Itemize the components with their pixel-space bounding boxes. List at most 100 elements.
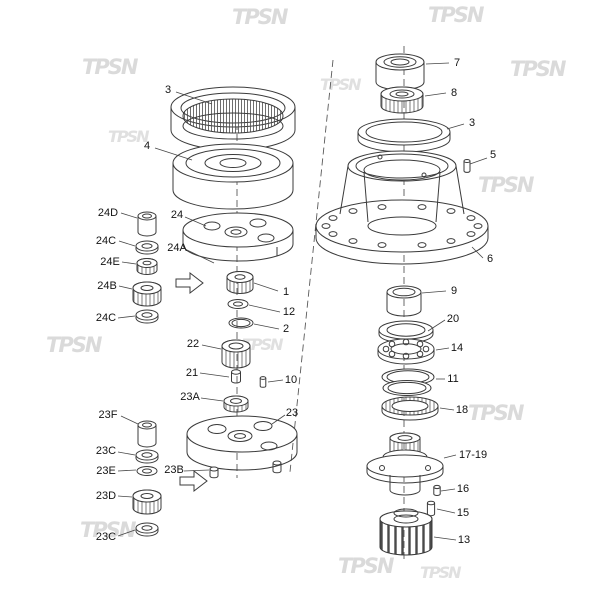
svg-text:8: 8 xyxy=(451,87,457,99)
callout-24D: 24D xyxy=(98,207,138,219)
part-gear-23D xyxy=(132,489,162,515)
callout-24: 24 xyxy=(171,209,207,227)
part-ring-2 xyxy=(228,317,254,329)
callout-7: 7 xyxy=(425,57,460,69)
callout-1: 1 xyxy=(253,282,289,298)
callout-24B: 24B xyxy=(97,280,133,292)
callout-15: 15 xyxy=(436,507,469,519)
svg-text:21: 21 xyxy=(186,367,198,379)
watermark: TPSN xyxy=(468,401,525,425)
svg-text:9: 9 xyxy=(451,285,457,297)
watermark: TPSN xyxy=(232,5,289,29)
watermark: TPSN xyxy=(108,127,150,146)
svg-text:1: 1 xyxy=(283,286,289,298)
svg-text:12: 12 xyxy=(283,306,295,318)
watermark: TPSN xyxy=(320,75,362,94)
svg-text:23D: 23D xyxy=(96,490,116,502)
callout-18: 18 xyxy=(439,404,468,416)
svg-text:14: 14 xyxy=(451,342,463,354)
part-washer-24C-upper xyxy=(135,240,159,255)
svg-text:16: 16 xyxy=(457,483,469,495)
svg-text:23F: 23F xyxy=(99,409,118,421)
callout-24C-upper: 24C xyxy=(96,235,136,247)
part-seal-18 xyxy=(381,396,439,421)
part-washer-12 xyxy=(227,299,249,309)
part-washer-23E xyxy=(136,466,158,476)
watermark: TPSN xyxy=(46,333,103,357)
part-bearing-23A xyxy=(223,395,249,413)
assembly-arrow-lower xyxy=(179,469,208,493)
svg-text:23A: 23A xyxy=(180,391,200,403)
watermark: TPSN xyxy=(242,335,284,354)
part-sun-gear-1 xyxy=(226,271,254,294)
watermark: TPSN xyxy=(338,554,395,578)
callout-4: 4 xyxy=(144,140,193,161)
svg-text:22: 22 xyxy=(187,338,199,350)
callout-23D: 23D xyxy=(96,490,133,502)
part-washer-23C-upper xyxy=(135,449,159,464)
svg-text:2: 2 xyxy=(283,323,289,335)
callout-20: 20 xyxy=(427,313,459,332)
part-bolt-15 xyxy=(426,500,436,517)
callout-8: 8 xyxy=(424,87,457,99)
part-washer-24C-lower xyxy=(135,309,159,324)
part-bolt-21 xyxy=(231,369,241,384)
part-bearing-assembly xyxy=(377,320,435,365)
watermark: TPSN xyxy=(428,3,485,27)
callout-6: 6 xyxy=(471,246,493,265)
callout-23C-upper: 23C xyxy=(96,445,136,457)
svg-text:24: 24 xyxy=(171,209,183,221)
callout-3-left: 3 xyxy=(165,84,213,105)
svg-text:7: 7 xyxy=(454,57,460,69)
callout-10: 10 xyxy=(267,374,297,386)
svg-text:20: 20 xyxy=(447,313,459,325)
callout-24C-lower: 24C xyxy=(96,312,136,324)
callout-13: 13 xyxy=(433,534,470,546)
part-shaft-17-19 xyxy=(366,432,444,496)
callout-23F: 23F xyxy=(99,409,139,425)
part-spacer-23F xyxy=(137,420,157,448)
part-sleeve-7 xyxy=(375,53,425,91)
callout-22: 22 xyxy=(187,338,222,350)
svg-text:6: 6 xyxy=(487,253,493,265)
svg-text:5: 5 xyxy=(490,149,496,161)
part-pin-10 xyxy=(259,376,267,388)
callout-23C-lower: 23C xyxy=(96,529,136,543)
svg-text:11: 11 xyxy=(447,373,458,385)
svg-text:13: 13 xyxy=(458,534,470,546)
part-bolt-16 xyxy=(433,484,441,496)
part-gear-24E xyxy=(136,258,158,275)
part-pinion-13 xyxy=(379,508,433,556)
svg-text:23C: 23C xyxy=(96,445,116,457)
part-gear-24B xyxy=(132,281,162,307)
callout-17-19: 17-19 xyxy=(443,449,487,461)
callout-24A: 24A xyxy=(167,242,215,264)
callout-3-right: 3 xyxy=(446,117,475,130)
callout-23B: 23B xyxy=(164,464,210,476)
svg-text:24C: 24C xyxy=(96,312,116,324)
callout-11: 11 xyxy=(436,373,459,385)
part-pin-5 xyxy=(463,159,471,173)
callout-24E: 24E xyxy=(100,256,137,268)
svg-text:18: 18 xyxy=(456,404,468,416)
watermark: TPSN xyxy=(80,518,137,542)
callout-21: 21 xyxy=(186,367,230,379)
svg-text:4: 4 xyxy=(144,140,150,152)
callout-9: 9 xyxy=(421,285,457,297)
part-rings-11 xyxy=(381,368,435,396)
callout-12: 12 xyxy=(248,304,295,318)
svg-text:24E: 24E xyxy=(100,256,120,268)
svg-text:24A: 24A xyxy=(167,242,187,254)
assembly-arrow-upper xyxy=(175,271,204,295)
svg-text:23E: 23E xyxy=(96,465,116,477)
svg-text:10: 10 xyxy=(285,374,297,386)
svg-text:24B: 24B xyxy=(97,280,117,292)
part-coupling-8 xyxy=(380,86,424,114)
part-carrier-23 xyxy=(186,415,298,479)
part-ring-gear xyxy=(170,86,296,151)
watermark: TPSN xyxy=(478,173,535,197)
svg-text:3: 3 xyxy=(469,117,475,129)
svg-text:23C: 23C xyxy=(96,531,116,543)
